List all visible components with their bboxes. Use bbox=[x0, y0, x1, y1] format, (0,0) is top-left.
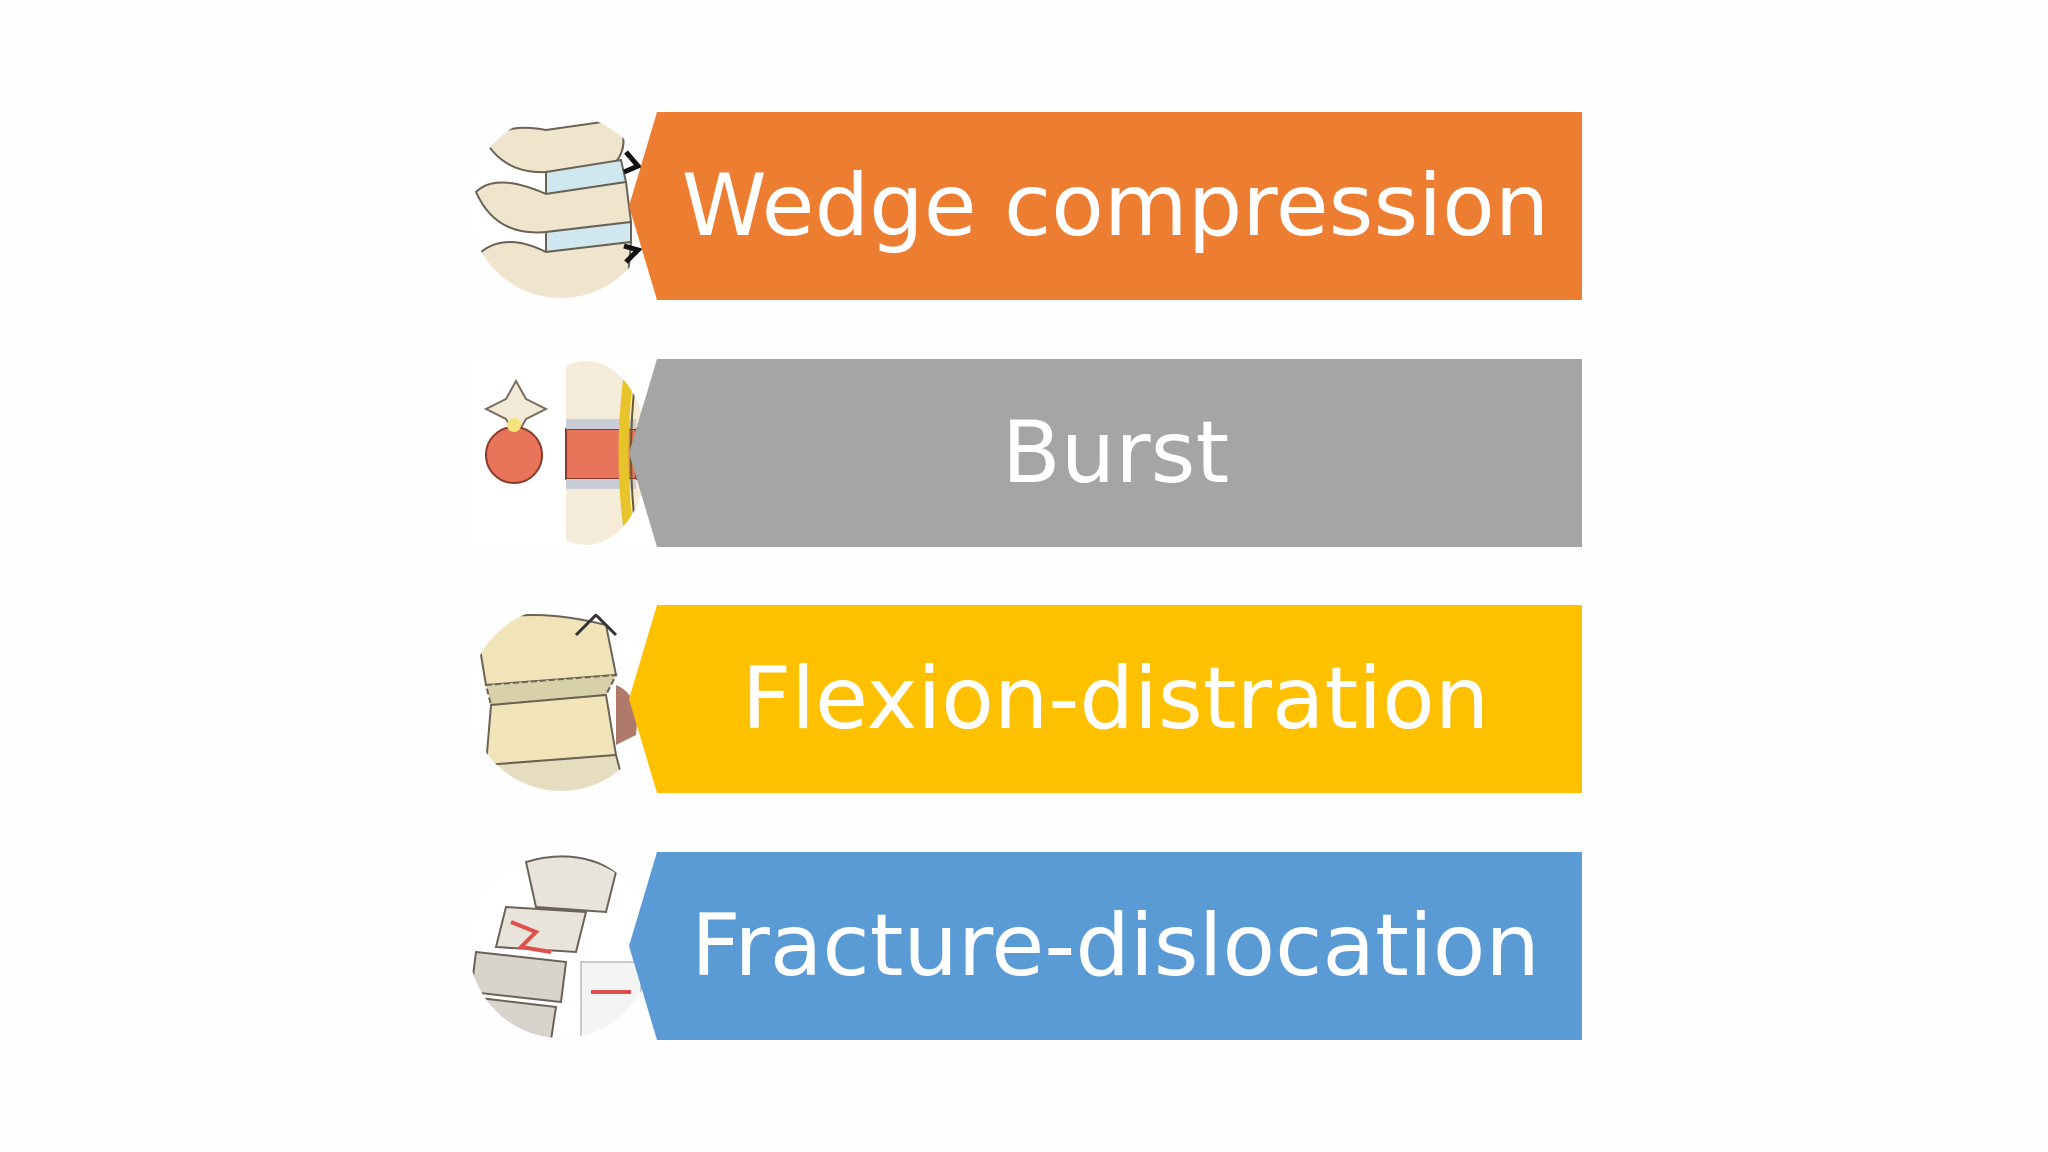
burst-illustration bbox=[466, 359, 656, 547]
list-item-wedge-compression: Wedge compression bbox=[466, 112, 1582, 300]
flexion-distraction-illustration bbox=[466, 605, 656, 793]
category-label: Flexion-distration bbox=[741, 649, 1490, 749]
category-banner: Flexion-distration bbox=[629, 605, 1582, 793]
category-label: Fracture-dislocation bbox=[691, 896, 1540, 996]
category-label: Wedge compression bbox=[681, 156, 1550, 256]
category-banner: Wedge compression bbox=[629, 112, 1582, 300]
list-item-burst: Burst bbox=[466, 359, 1582, 547]
category-banner: Fracture-dislocation bbox=[629, 852, 1582, 1040]
list-item-fracture-dislocation: Fracture-dislocation bbox=[466, 852, 1582, 1040]
category-label: Burst bbox=[1001, 403, 1230, 503]
category-banner: Burst bbox=[629, 359, 1582, 547]
list-item-flexion-distraction: Flexion-distration bbox=[466, 605, 1582, 793]
wedge-compression-illustration bbox=[466, 112, 656, 300]
fracture-dislocation-illustration bbox=[466, 852, 656, 1040]
